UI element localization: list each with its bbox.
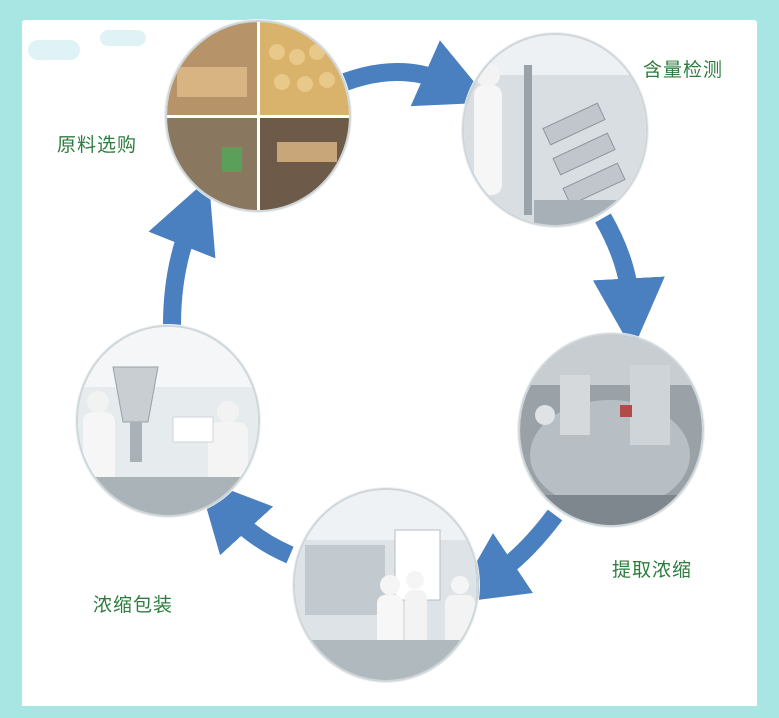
- step-label-raw: 原料选购: [57, 134, 138, 156]
- step-label-test: 含量检测: [643, 59, 724, 81]
- filling-machine-photo: [76, 325, 260, 517]
- bottom-strip: [0, 706, 779, 718]
- arrow-fill-to-raw: [148, 178, 216, 326]
- lab-machine-photo: [462, 33, 648, 227]
- step-label-pack: 浓缩包装: [93, 594, 174, 616]
- cloud-decoration: [28, 40, 80, 60]
- arrow-extract-to-pack: [453, 509, 563, 603]
- market-photo: [165, 20, 351, 212]
- arrow-pack-to-fill: [197, 477, 294, 564]
- arrow-test-to-extract: [592, 213, 665, 351]
- extraction-tank-photo: [518, 333, 704, 527]
- step-label-extract: 提取浓缩: [612, 559, 693, 581]
- cloud-decoration: [100, 30, 146, 46]
- clean-room-photo: [293, 488, 479, 682]
- arrow-raw-to-test: [341, 40, 492, 107]
